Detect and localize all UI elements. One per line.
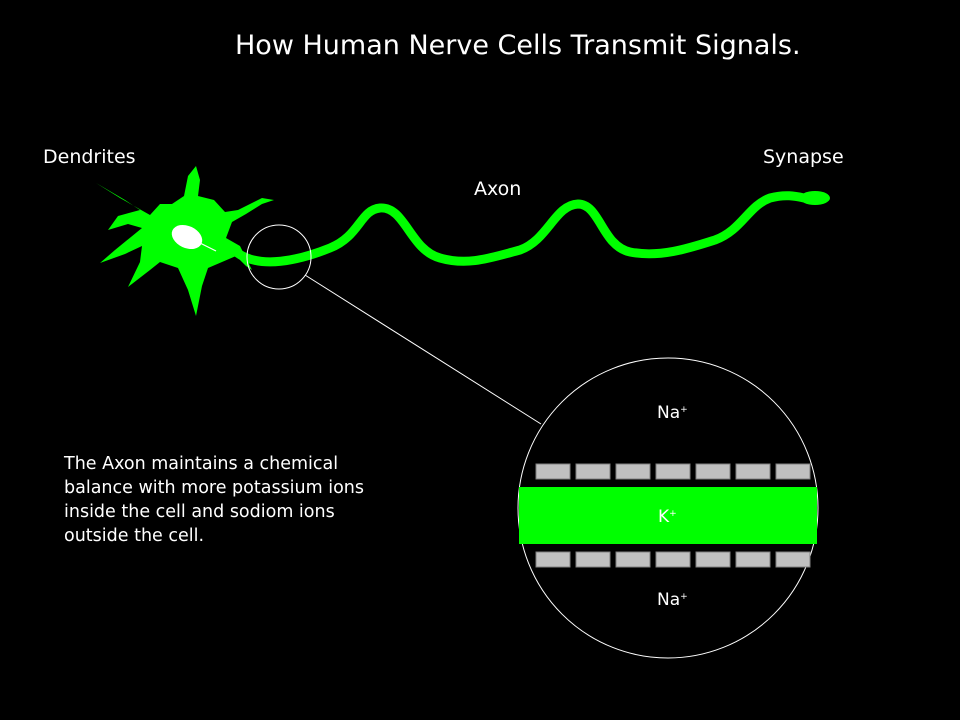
nucleus-line xyxy=(199,242,217,252)
potassium-ion-inside: K+ xyxy=(658,507,677,527)
bottom-membrane-block xyxy=(575,551,611,568)
page-title: How Human Nerve Cells Transmit Signals. xyxy=(0,30,960,61)
membrane-top xyxy=(535,463,811,480)
top-membrane-block xyxy=(775,463,811,480)
bottom-membrane-block xyxy=(735,551,771,568)
bottom-membrane-block xyxy=(535,551,571,568)
top-membrane-block xyxy=(575,463,611,480)
bottom-membrane-block xyxy=(655,551,691,568)
description-text: The Axon maintains a chemical balance wi… xyxy=(64,454,365,546)
bottom-membrane-block xyxy=(775,551,811,568)
zoom-circle xyxy=(246,224,312,290)
sodium-ion-outside-top: Na+ xyxy=(657,403,688,423)
synapse-label: Synapse xyxy=(763,146,844,168)
bottom-membrane-block xyxy=(615,551,651,568)
axon xyxy=(231,191,809,267)
nucleus xyxy=(171,224,203,250)
sodium-ion-outside-bottom: Na+ xyxy=(657,590,688,610)
axon-label: Axon xyxy=(474,178,522,200)
top-membrane-block xyxy=(695,463,731,480)
top-membrane-block xyxy=(735,463,771,480)
zoom-connector-line xyxy=(304,274,542,425)
synapse-terminal xyxy=(800,191,830,205)
bottom-membrane-block xyxy=(695,551,731,568)
membrane-bottom xyxy=(535,551,811,568)
axon-interior-band xyxy=(519,487,817,544)
title-text: How Human Nerve Cells Transmit Signals. xyxy=(235,30,801,61)
dendrites-label: Dendrites xyxy=(43,146,136,168)
top-membrane-block xyxy=(535,463,571,480)
top-membrane-block xyxy=(615,463,651,480)
top-membrane-block xyxy=(655,463,691,480)
